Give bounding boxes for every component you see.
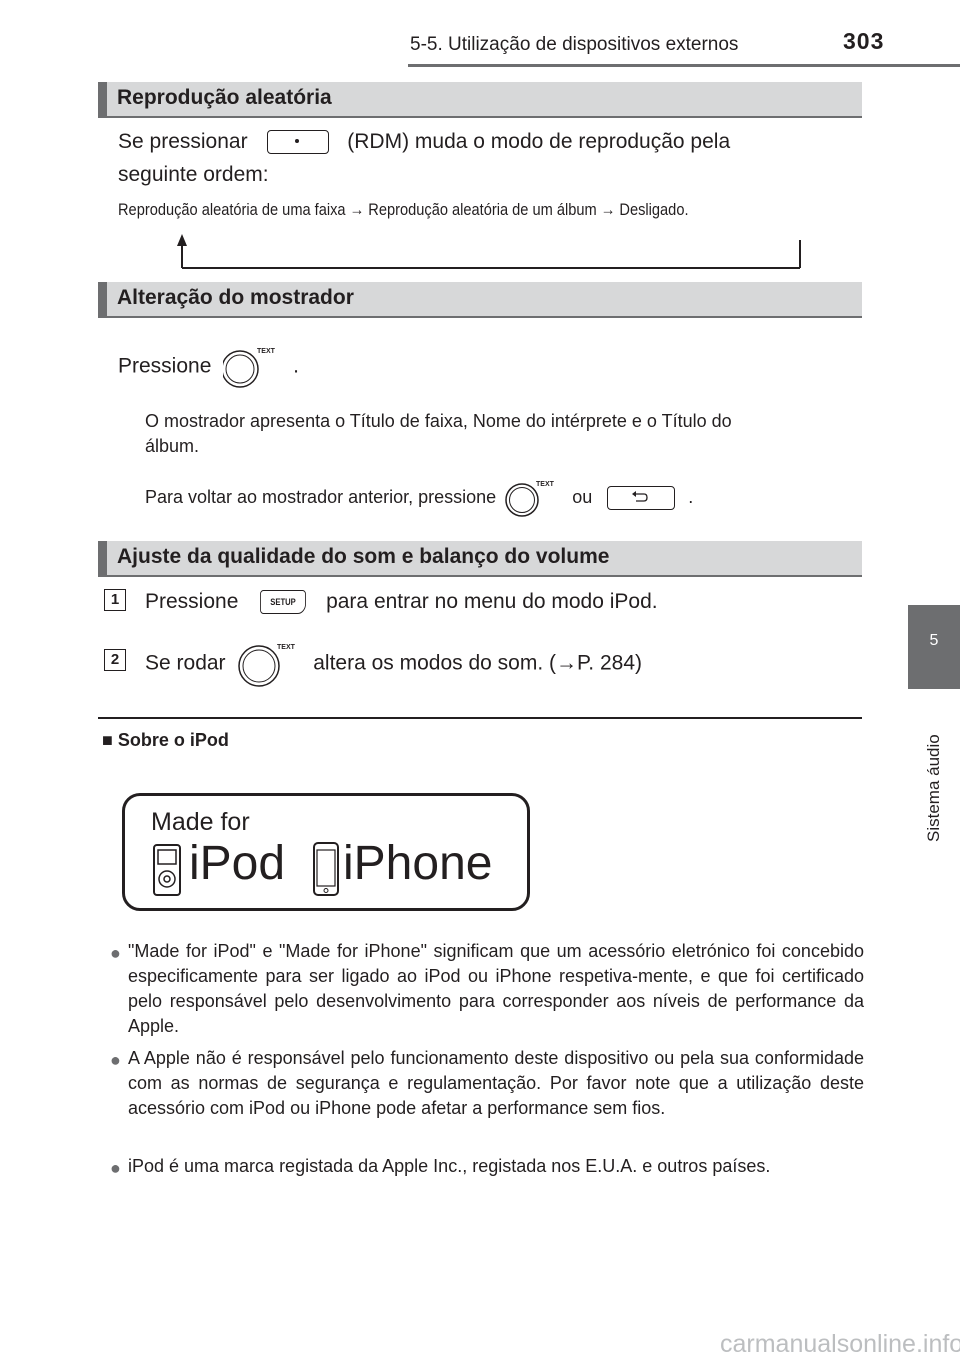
chapter-tab: 5 (908, 605, 960, 689)
logo-ipod: iPod (189, 837, 286, 890)
section-title-random: Reprodução aleatória (117, 86, 332, 109)
section-bar-random: Reprodução aleatória (98, 82, 862, 118)
section-title-display: Alteração do mostrador (117, 286, 354, 309)
step-1-number: 1 (104, 589, 126, 611)
logo-made-for: Made for (151, 808, 250, 836)
text-knob-icon-2: TEXT (505, 478, 563, 518)
random-text-before: Se pressionar (118, 130, 248, 153)
section-title-sound: Ajuste da qualidade do som e balanço do … (117, 545, 610, 568)
text-knob-icon-3: TEXT (235, 640, 303, 688)
random-line2: seguinte ordem: (118, 163, 269, 186)
rdm-button-icon (267, 130, 330, 155)
section-divider (98, 717, 862, 719)
about-bullet-2-text: A Apple não é responsável pelo funcionam… (128, 1048, 864, 1118)
display-press-line: Pressione TEXT . (118, 345, 299, 389)
random-line1: Se pressionar (RDM) muda o modo de repro… (118, 130, 858, 155)
step-2-badge: 2 (104, 649, 126, 671)
step-1-line: Pressione SETUP para entrar no menu do m… (145, 590, 658, 615)
display-info-line2: álbum. (145, 436, 200, 456)
ipod-device-icon (153, 844, 181, 896)
chapter-title: Sistema áudio (924, 734, 943, 842)
chapter-title-box: Sistema áudio (908, 692, 960, 852)
about-bullet-3: ● iPod é uma marca registada da Apple Inc… (110, 1154, 864, 1179)
bullet-dot-icon: ● (110, 943, 121, 963)
display-info-line1: O mostrador apresenta o Título de faixa,… (145, 411, 732, 431)
iphone-device-icon (313, 842, 339, 896)
bullet-dot-icon: ● (110, 1050, 121, 1070)
about-bullet-2: ● A Apple não é responsável pelo funciona… (110, 1046, 864, 1121)
about-bullet-1-text: "Made for iPod" e "Made for iPhone" sign… (128, 941, 864, 1036)
text-knob-icon: TEXT (223, 345, 287, 389)
bullet-dot-icon: ● (110, 1158, 121, 1178)
display-back-text-a: Para voltar ao mostrador anterior, press… (145, 486, 497, 507)
section-bar-display: Alteração do mostrador (98, 282, 862, 318)
display-press-end: . (293, 354, 299, 378)
step-2-text-a: Se rodar (145, 651, 226, 675)
setup-button-label: SETUP (270, 597, 296, 608)
made-for-ipod-iphone-logo: Made for iPod iPhone (122, 793, 530, 911)
cycle-arrow (177, 234, 801, 269)
step-2-number: 2 (104, 649, 126, 671)
display-back-text-c: . (688, 486, 694, 507)
section-header: 5-5. Utilização de dispositivos externos (410, 34, 739, 55)
step-1-text-b: para entrar no menu do modo iPod. (326, 590, 658, 613)
display-press-text: Pressione (118, 354, 212, 378)
about-heading: ■ Sobre o iPod (102, 730, 229, 750)
display-back-line: Para voltar ao mostrador anterior, press… (145, 478, 693, 518)
setup-button-icon: SETUP (260, 590, 307, 615)
watermark: carmanualsonline.info (720, 1330, 960, 1358)
about-bullet-3-text: iPod é uma marca registada da Apple Inc.… (128, 1156, 771, 1176)
step-1-text-a: Pressione (145, 590, 239, 613)
knob-text-label: TEXT (257, 348, 276, 355)
header-rule (408, 64, 960, 67)
step-2-text-b: altera os modos do som. (→P. 284) (313, 651, 643, 675)
page-number: 303 (843, 28, 885, 54)
section-bar-sound: Ajuste da qualidade do som e balanço do … (98, 541, 862, 577)
step-2-line: Se rodar TEXT altera os modos do som. (→… (145, 640, 642, 688)
display-back-text-b: ou (572, 486, 593, 507)
knob-text-label-3: TEXT (277, 644, 296, 651)
logo-iphone: iPhone (343, 837, 493, 890)
step-1-badge: 1 (104, 589, 126, 611)
random-order: Reprodução aleatória de uma faixa → Repr… (118, 200, 689, 219)
about-bullet-1: ● "Made for iPod" e "Made for iPhone" sig… (110, 939, 864, 1039)
random-text-after: (RDM) muda o modo de reprodução pela (347, 130, 731, 153)
knob-text-label-2: TEXT (536, 481, 555, 488)
back-button-icon (607, 486, 676, 510)
chapter-number: 5 (929, 632, 939, 649)
